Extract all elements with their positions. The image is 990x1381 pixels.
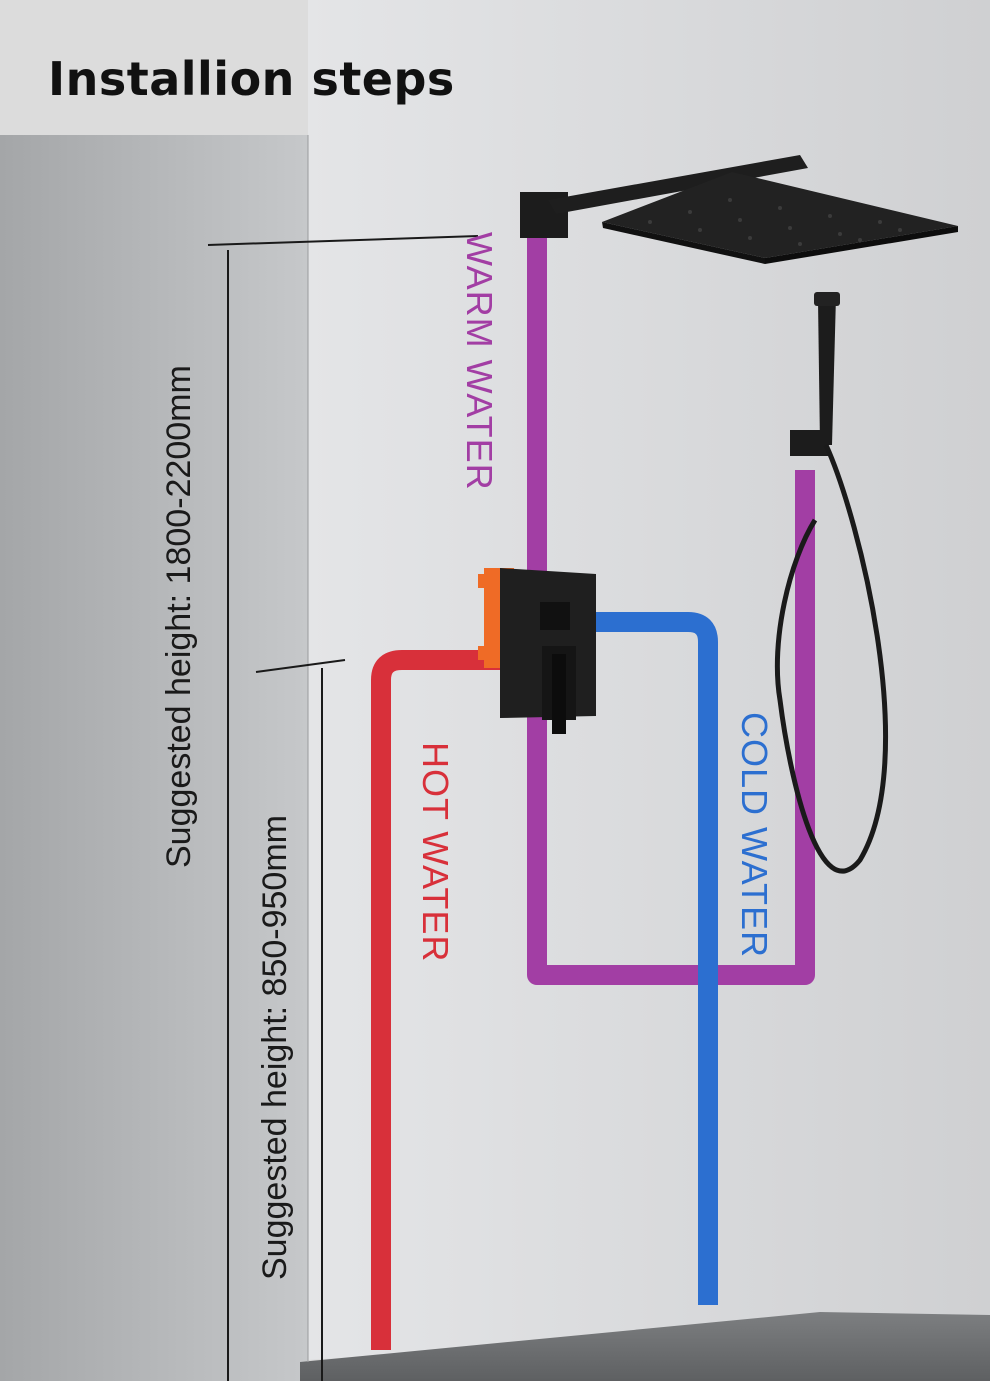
upper-height-label: Suggested height: 1800-2200mm [160,365,198,868]
page-title: Installion steps [48,52,455,106]
rain-shower-head [520,155,958,264]
warm-water-label: WARM WATER [459,232,500,491]
hand-shower [774,292,889,874]
mixing-valve [478,568,596,734]
cold-water-label: COLD WATER [734,712,775,959]
floor [300,1312,990,1381]
hot-water-pipe [371,650,505,1350]
lower-height-label: Suggested height: 850-950mm [256,815,294,1280]
hot-water-label: HOT WATER [415,742,456,963]
cold-water-pipe [590,612,718,1305]
left-wall [0,0,308,1381]
height-indicator-upper [207,235,479,1381]
height-indicator-lower [255,659,346,1381]
